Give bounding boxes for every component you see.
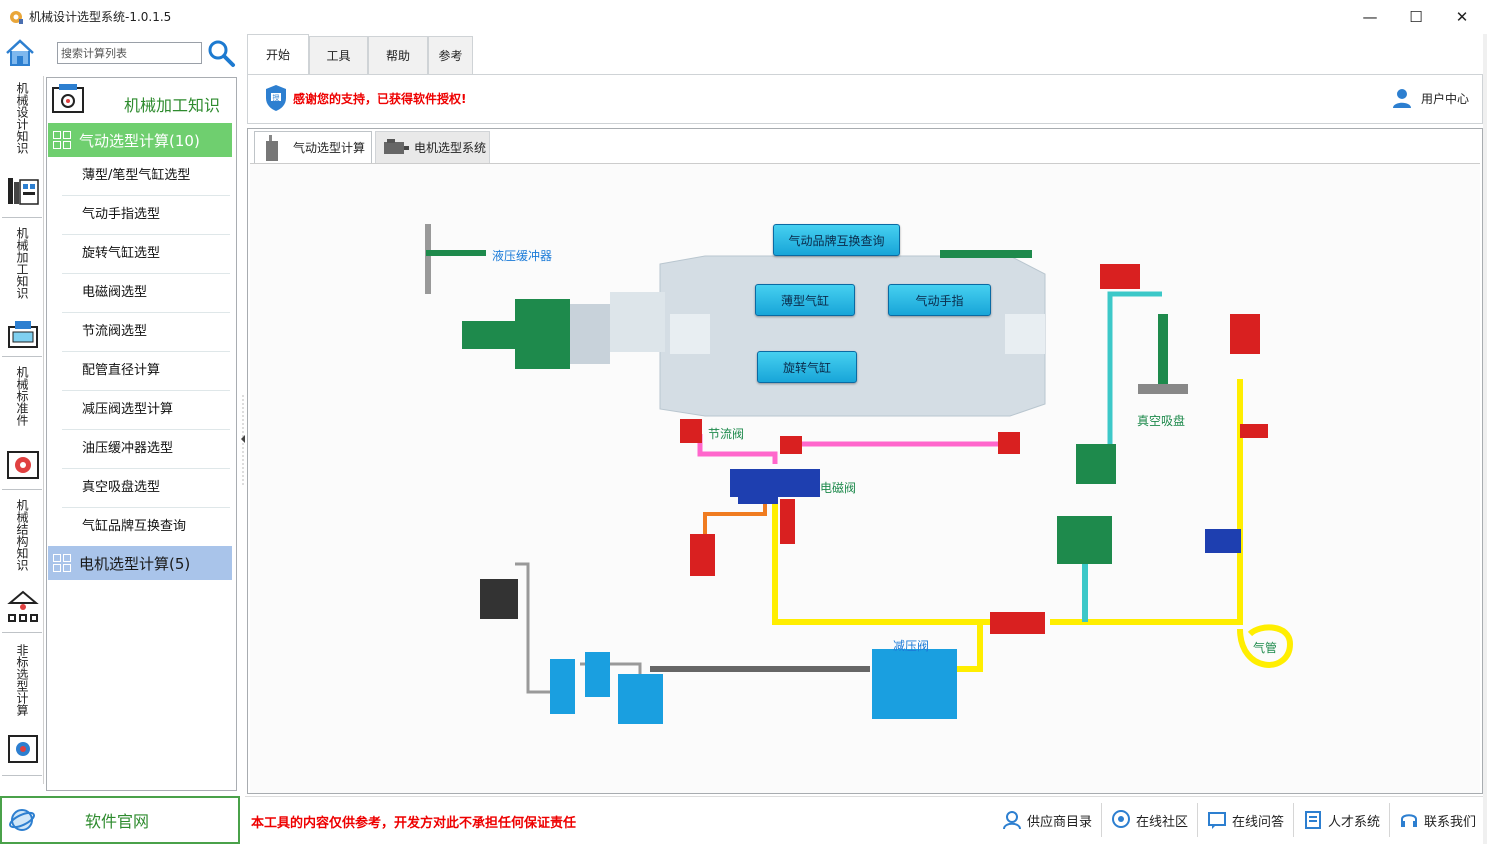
- document-icon: [1305, 811, 1321, 829]
- nav-group-label: 电机选型计算(5): [79, 554, 191, 573]
- rail-item-machining[interactable]: 机械加工知识: [2, 221, 42, 357]
- headset-icon: [1401, 814, 1417, 827]
- structure-icon: [7, 590, 39, 622]
- title-bar: [0, 0, 1487, 34]
- search-input[interactable]: [57, 42, 202, 64]
- brand-lookup-button[interactable]: 气动品牌互换查询: [773, 224, 900, 256]
- search-icon[interactable]: [206, 38, 236, 68]
- subtab-motor[interactable]: 电机选型系统: [375, 131, 490, 163]
- books-icon: [8, 178, 39, 205]
- machining-knowledge-icon: [52, 84, 84, 113]
- rail-item-design[interactable]: 机械设计知识: [2, 76, 42, 218]
- rail-item-structure[interactable]: 机械结构知识: [2, 493, 42, 633]
- shield-icon: 授: [266, 85, 286, 111]
- website-link-label: 软件官网: [85, 812, 150, 831]
- rail-item-standard-parts[interactable]: 机械标准件: [2, 360, 42, 490]
- community-link[interactable]: 在线社区: [1101, 803, 1188, 837]
- subtab-pneumatic[interactable]: 气动选型计算: [254, 131, 372, 163]
- rail-label: 机械结构知识: [15, 499, 29, 571]
- rail-label: 机械加工知识: [15, 227, 29, 299]
- subtab-label: 电机选型系统: [414, 141, 487, 155]
- nav-item-rotary-cylinder[interactable]: 旋转气缸选型: [62, 235, 230, 274]
- globe-icon: [9, 809, 35, 831]
- contact-link[interactable]: 联系我们: [1389, 803, 1476, 837]
- gear-icon: [7, 451, 39, 479]
- ribbon: [247, 74, 1483, 124]
- footer-link-label: 人才系统: [1328, 814, 1381, 830]
- user-center-link[interactable]: 用户中心: [1421, 92, 1470, 106]
- grid-icon: [53, 554, 71, 572]
- footer-link-label: 在线社区: [1136, 814, 1189, 830]
- label-throttle-valve[interactable]: 节流阀: [708, 427, 745, 441]
- footer-link-label: 供应商目录: [1027, 814, 1093, 830]
- diagram-artwork: [425, 224, 1294, 724]
- pneumatic-diagram: 气动品牌互换查询 薄型气缸 气动手指 旋转气缸 液压缓冲器 节流阀 电磁阀 真空…: [250, 163, 1480, 793]
- nav-group-label: 气动选型计算(10): [79, 131, 200, 150]
- cylinder-icon: [266, 134, 278, 161]
- qa-link[interactable]: 在线问答: [1197, 803, 1284, 837]
- nav-item-vacuum-cup[interactable]: 真空吸盘选型: [62, 469, 230, 508]
- thin-cylinder-button[interactable]: 薄型气缸: [755, 284, 855, 316]
- license-status: 感谢您的支持，已获得软件授权!: [293, 92, 467, 106]
- nav-header-title: 机械加工知识: [124, 96, 221, 115]
- footer: [245, 796, 1487, 844]
- label-pressure-reducer[interactable]: 减压阀: [893, 639, 930, 653]
- website-link[interactable]: [0, 796, 240, 844]
- talent-link[interactable]: 人才系统: [1293, 803, 1380, 837]
- app-icon: [10, 11, 23, 24]
- nav-item-thin-cylinder[interactable]: 薄型/笔型气缸选型: [62, 157, 230, 196]
- disclaimer: 本工具的内容仅供参考，开发方对此不承担任何保证责任: [251, 816, 577, 831]
- motor-icon: [384, 138, 409, 154]
- chat-icon: [1208, 812, 1226, 829]
- community-icon: [1112, 810, 1130, 828]
- window-edge: [1483, 34, 1487, 844]
- label-air-pipe[interactable]: 气管: [1253, 641, 1278, 655]
- tab-reference[interactable]: 参考: [428, 36, 473, 74]
- nav-item-brand-lookup[interactable]: 气缸品牌互换查询: [62, 508, 230, 547]
- nav-item-pressure-reducer[interactable]: 减压阀选型计算: [62, 391, 230, 430]
- nav-panel: [46, 77, 237, 791]
- nav-item-gripper[interactable]: 气动手指选型: [62, 196, 230, 235]
- gripper-button[interactable]: 气动手指: [888, 284, 991, 316]
- splitter-handle[interactable]: [240, 395, 246, 485]
- nav-group-pneumatic[interactable]: 气动选型计算(10): [48, 123, 232, 157]
- tab-tools[interactable]: 工具: [309, 36, 368, 74]
- close-button[interactable]: ✕: [1455, 8, 1469, 26]
- rail-label: 机械设计知识: [15, 82, 29, 154]
- label-hydraulic-buffer[interactable]: 液压缓冲器: [492, 249, 553, 263]
- nav-item-throttle-valve[interactable]: 节流阀选型: [62, 313, 230, 352]
- tab-help[interactable]: 帮助: [368, 36, 428, 74]
- supplier-icon: [1003, 811, 1021, 830]
- maximize-button[interactable]: ☐: [1409, 8, 1423, 26]
- user-icon[interactable]: [1390, 86, 1414, 110]
- nav-item-pipe-diameter[interactable]: 配管直径计算: [62, 352, 230, 391]
- home-icon[interactable]: [4, 38, 36, 68]
- calculator-icon: [8, 735, 38, 763]
- grid-icon: [53, 131, 71, 149]
- svg-text:授: 授: [273, 93, 280, 102]
- window-title: 机械设计选型系统-1.0.1.5: [29, 10, 172, 24]
- footer-link-label: 在线问答: [1232, 814, 1285, 830]
- rail-label: 非标选型计算: [15, 644, 29, 716]
- nav-item-solenoid-valve[interactable]: 电磁阀选型: [62, 274, 230, 313]
- minimize-button[interactable]: —: [1362, 8, 1378, 26]
- subtab-label: 气动选型计算: [293, 141, 366, 155]
- rail-label: 机械标准件: [15, 366, 29, 426]
- nav-item-hydraulic-buffer[interactable]: 油压缓冲器选型: [62, 430, 230, 469]
- rail-item-nonstandard[interactable]: 非标选型计算: [2, 636, 42, 776]
- machine-icon: [8, 321, 38, 348]
- supplier-directory-link[interactable]: 供应商目录: [993, 803, 1092, 837]
- nav-group-motor[interactable]: 电机选型计算(5): [48, 546, 232, 580]
- footer-link-label: 联系我们: [1424, 814, 1477, 830]
- label-solenoid-valve[interactable]: 电磁阀: [820, 481, 857, 495]
- rotary-cylinder-button[interactable]: 旋转气缸: [757, 351, 857, 383]
- label-vacuum-cup[interactable]: 真空吸盘: [1137, 414, 1186, 428]
- tab-start[interactable]: 开始: [247, 34, 309, 74]
- category-rail: 机械设计知识 机械加工知识 机械标准件 机械结构知识 非标选型计算: [0, 76, 44, 784]
